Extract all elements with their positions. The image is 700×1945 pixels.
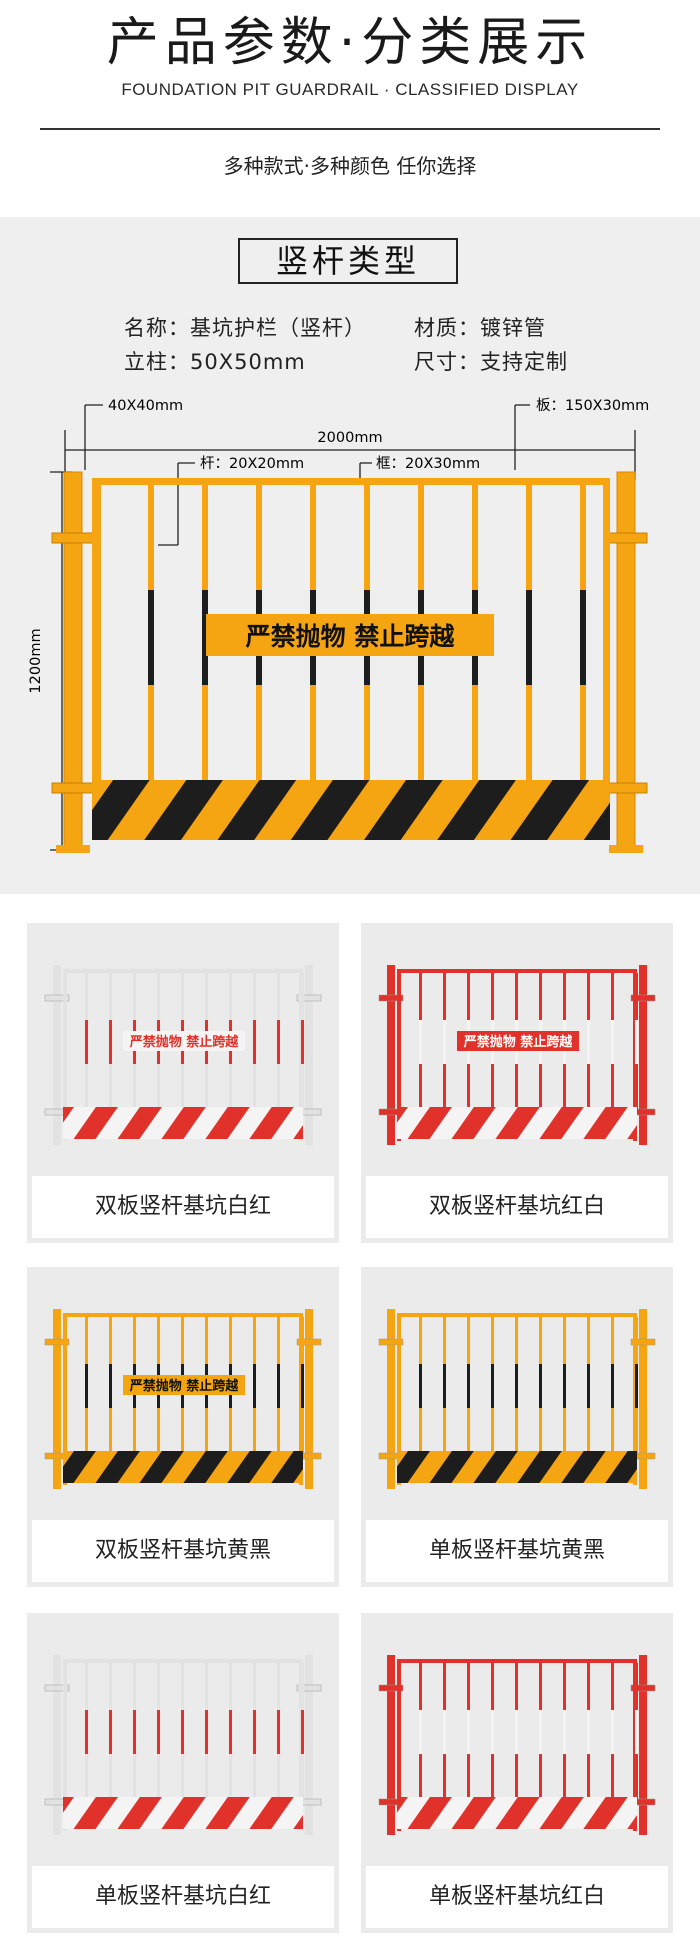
dim-bar-size: 杆：20X20mm [200,455,304,472]
fence-diagram: 严禁抛物 禁止跨越 40X40mm 板：150X30mm 2000mm 杆：20… [28,396,649,853]
product-card[interactable]: 单板竖杆基坑白红 [27,1613,339,1933]
dim-height: 1200mm [28,628,44,693]
thumb-sign-text: 严禁抛物 禁止跨越 [129,1378,240,1394]
product-card[interactable]: 严禁抛物 禁止跨越 双板竖杆基坑红白 [361,923,673,1243]
thumb-sign-text: 严禁抛物 禁止跨越 [463,1034,574,1050]
fence-thumbnail: 严禁抛物 禁止跨越 [378,965,656,1145]
spec-size: 尺寸：支持定制 [414,350,568,374]
product-card[interactable]: 单板竖杆基坑黄黑 [361,1267,673,1587]
title-divider [40,128,660,130]
product-card[interactable]: 严禁抛物 禁止跨越 双板竖杆基坑黄黑 [27,1267,339,1587]
fence-thumbnail: 严禁抛物 禁止跨越 [44,1309,322,1489]
dim-post-size: 40X40mm [108,398,183,414]
product-label: 单板竖杆基坑白红 [32,1866,334,1928]
fence-thumbnail [378,1655,656,1835]
type-heading: 竖杆类型 [238,238,458,284]
fence-thumbnail: 严禁抛物 禁止跨越 [44,965,322,1145]
product-label: 双板竖杆基坑黄黑 [32,1520,334,1582]
product-label: 单板竖杆基坑黄黑 [366,1520,668,1582]
tagline: 多种款式·多种颜色 任你选择 [223,154,477,178]
sign-text: 严禁抛物 禁止跨越 [246,622,456,651]
fence-thumbnail [378,1309,656,1489]
product-label: 单板竖杆基坑红白 [366,1866,668,1928]
product-card[interactable]: 严禁抛物 禁止跨越 双板竖杆基坑白红 [27,923,339,1243]
product-label: 双板竖杆基坑白红 [32,1176,334,1238]
dim-panel-size: 板：150X30mm [536,396,649,414]
dim-frame-size: 框：20X30mm [376,455,480,472]
thumb-sign-text: 严禁抛物 禁止跨越 [129,1034,240,1050]
page-subtitle: FOUNDATION PIT GUARDRAIL · CLASSIFIED DI… [121,80,579,99]
spec-post: 立柱：50X50mm [124,350,306,374]
product-label: 双板竖杆基坑红白 [366,1176,668,1238]
spec-name: 名称：基坑护栏（竖杆） [124,316,366,340]
spec-material: 材质：镀锌管 [414,316,546,340]
product-card[interactable]: 单板竖杆基坑红白 [361,1613,673,1933]
dim-width: 2000mm [317,430,382,446]
page-title: 产品参数·分类展示 [106,13,594,73]
fence-thumbnail [44,1655,322,1835]
